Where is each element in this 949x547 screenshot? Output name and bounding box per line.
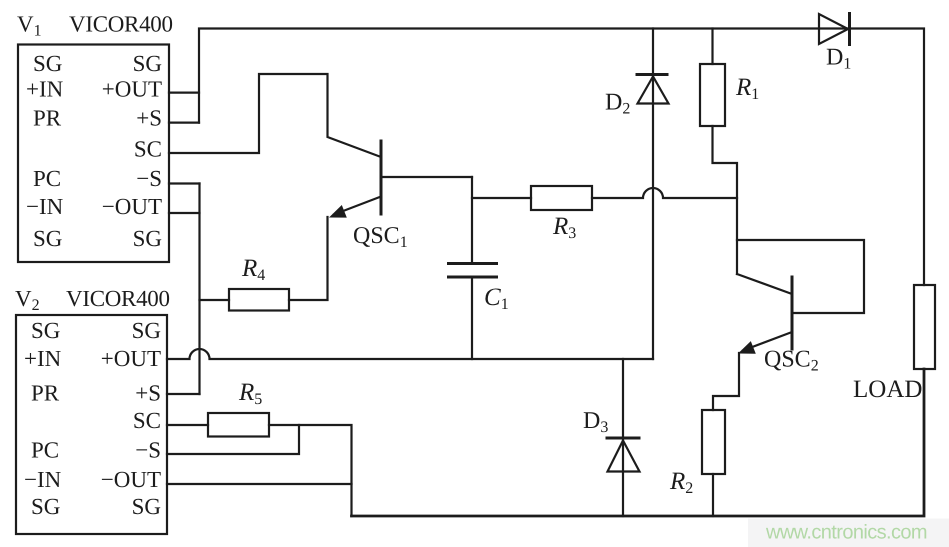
svg-text:SC: SC [134,137,162,162]
svg-text:+IN: +IN [24,346,62,371]
svg-text:PR: PR [33,106,62,131]
svg-text:−OUT: −OUT [101,467,161,492]
svg-text:VICOR400: VICOR400 [66,286,170,311]
svg-text:+OUT: +OUT [102,77,162,102]
svg-text:−OUT: −OUT [102,194,162,219]
svg-text:SG: SG [133,226,162,251]
svg-text:SG: SG [31,494,60,519]
svg-text:SC: SC [133,408,161,433]
svg-text:PR: PR [31,381,60,406]
svg-text:SG: SG [132,318,161,343]
svg-text:−S: −S [136,166,162,191]
svg-text:+OUT: +OUT [101,346,161,371]
svg-text:+S: +S [136,106,162,131]
svg-text:SG: SG [33,51,62,76]
svg-text:SG: SG [133,51,162,76]
svg-text:R3: R3 [552,213,576,242]
svg-text:−IN: −IN [24,467,62,492]
svg-text:−S: −S [135,438,161,463]
svg-text:−IN: −IN [26,194,64,219]
svg-text:www.cntronics.com: www.cntronics.com [765,522,927,544]
svg-text:+S: +S [135,381,161,406]
svg-text:SG: SG [33,226,62,251]
svg-text:SG: SG [132,494,161,519]
svg-text:PC: PC [33,166,61,191]
svg-text:VICOR400: VICOR400 [69,12,173,37]
svg-text:LOAD: LOAD [853,376,922,403]
svg-text:R5: R5 [238,379,262,408]
svg-text:QSC1: QSC1 [353,223,408,251]
svg-text:QSC2: QSC2 [764,347,819,375]
svg-text:PC: PC [31,438,59,463]
svg-text:+IN: +IN [26,77,64,102]
svg-text:SG: SG [31,318,60,343]
